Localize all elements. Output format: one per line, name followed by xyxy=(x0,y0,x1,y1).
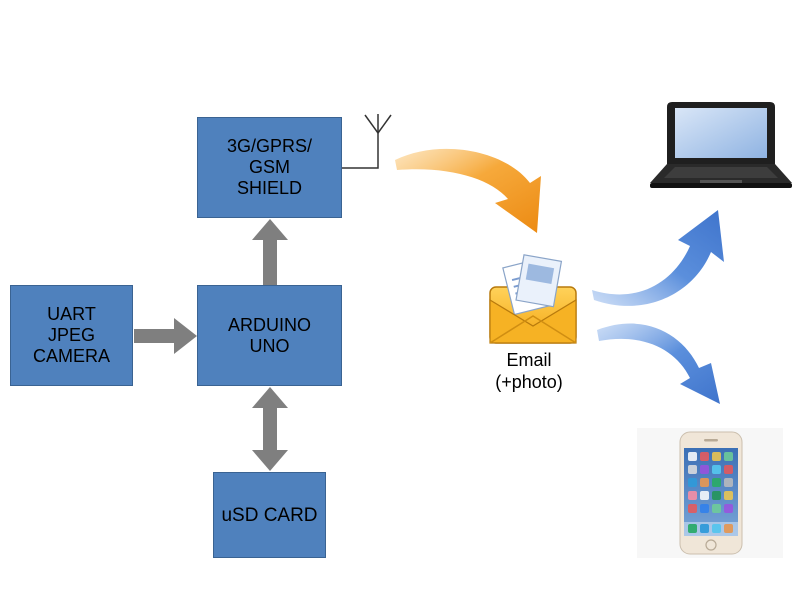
email-label-line2: (+photo) xyxy=(495,372,563,392)
gsm-shield-label-line3: SHIELD xyxy=(236,178,303,198)
camera-label-line1: UART xyxy=(47,304,96,324)
camera-to-arduino-arrow xyxy=(134,318,197,354)
arduino-label-line2: UNO xyxy=(249,335,290,356)
sd-card-block: uSD CARD xyxy=(213,472,326,558)
sd-card-label: uSD CARD xyxy=(221,504,318,526)
smartphone-icon xyxy=(679,431,743,555)
gsm-shield-block: 3G/GPRS/ GSM SHIELD xyxy=(197,117,342,218)
arduino-label-line1: ARDUINO xyxy=(227,314,311,335)
send-email-arrow xyxy=(395,148,541,233)
deliver-to-phone-arrow xyxy=(597,323,720,404)
arduino-to-shield-arrow xyxy=(252,219,288,285)
email-label-line1: Email xyxy=(506,350,552,370)
camera-block: UART JPEG CAMERA xyxy=(10,285,133,386)
antenna-icon xyxy=(342,114,392,169)
arduino-sdcard-arrow xyxy=(252,387,288,471)
deliver-to-laptop-arrow xyxy=(592,210,724,306)
camera-label-line3: CAMERA xyxy=(32,346,110,366)
email-label: Email (+photo) xyxy=(470,349,588,393)
gsm-shield-label-line1: 3G/GPRS/ xyxy=(226,136,313,156)
email-envelope-icon xyxy=(489,254,577,344)
arduino-uno-block: ARDUINO UNO xyxy=(197,285,342,386)
gsm-shield-label-line2: GSM xyxy=(248,157,290,177)
laptop-icon xyxy=(650,102,792,188)
camera-label-line2: JPEG xyxy=(47,325,95,345)
